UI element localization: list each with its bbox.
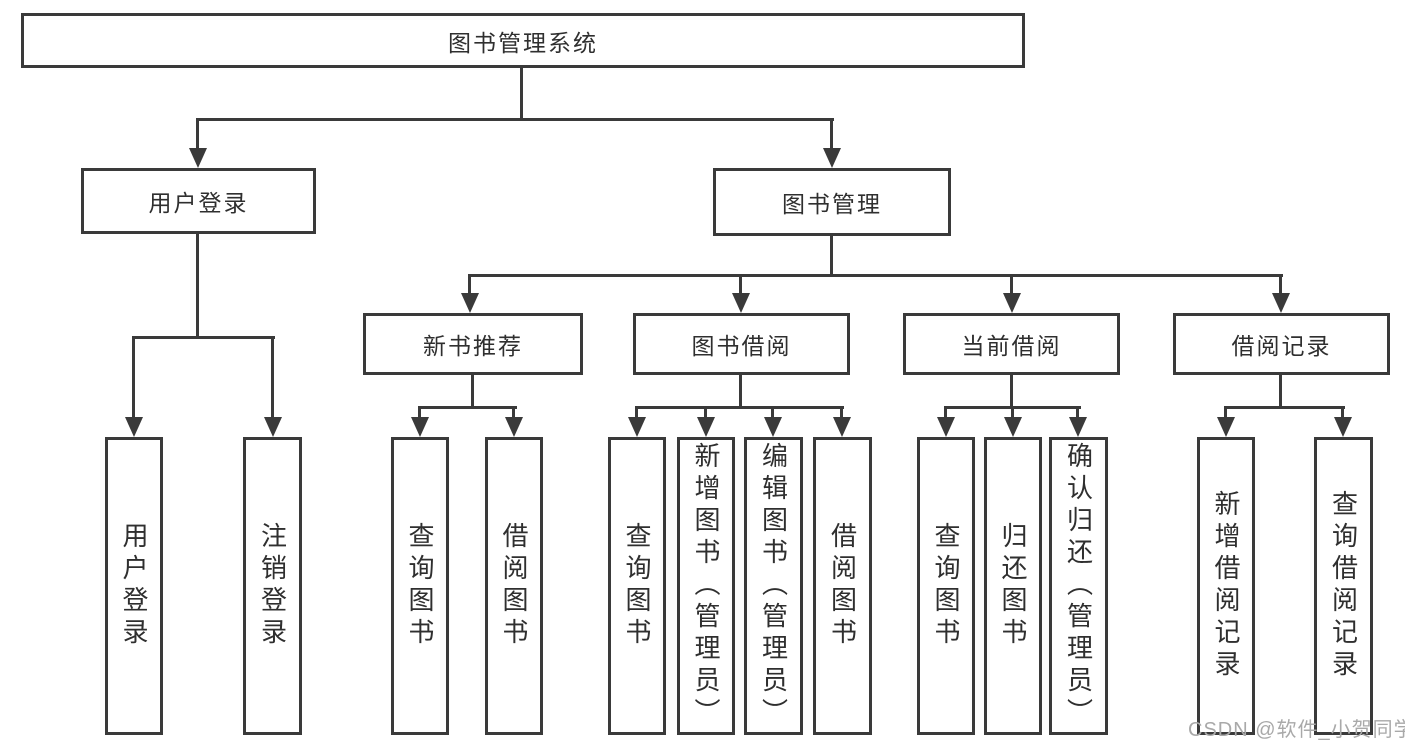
arrowhead-current-borrow <box>1003 293 1021 313</box>
leaf-records-add-borrow-record-label: 新增借阅记录 <box>1211 490 1241 682</box>
arrowhead-bb-edit <box>764 417 782 437</box>
connector-drop-new-book <box>468 274 471 299</box>
connector-current-borrow-trunk <box>1010 375 1013 409</box>
leaf-current-confirm-return-admin-label: 确认归还（管理员） <box>1063 442 1094 730</box>
connector-drop-cb-confirm <box>1076 406 1079 422</box>
connector-drop-bb-borrow <box>840 406 843 422</box>
connector-book-borrow-hbar <box>635 406 844 409</box>
leaf-borrowing-edit-books-admin-label: 编辑图书（管理员） <box>758 442 789 730</box>
leaf-logout-label: 注销登录 <box>257 522 288 650</box>
connector-drop-book-management <box>830 118 833 156</box>
node-borrowing-records: 借阅记录 <box>1173 313 1390 375</box>
arrowhead-book-borrow <box>732 293 750 313</box>
arrowhead-book-management <box>823 148 841 168</box>
arrowhead-leaf-logout <box>264 417 282 437</box>
arrowhead-bb-query <box>628 417 646 437</box>
leaf-borrowing-query-books: 查询图书 <box>608 437 666 735</box>
arrowhead-bb-borrow <box>833 417 851 437</box>
connector-drop-nb-query <box>418 406 421 422</box>
node-book-borrowing-label: 图书借阅 <box>691 333 792 359</box>
leaf-current-query-books-label: 查询图书 <box>931 522 961 650</box>
leaf-borrowing-borrow-books: 借阅图书 <box>813 437 872 735</box>
node-borrowing-records-label: 借阅记录 <box>1231 333 1332 359</box>
connector-user-login-hbar <box>132 336 275 339</box>
leaf-records-add-borrow-record: 新增借阅记录 <box>1197 437 1255 735</box>
connector-drop-br-add <box>1224 406 1227 422</box>
leaf-recommend-query-books: 查询图书 <box>391 437 449 735</box>
connector-book-management-hbar <box>468 274 1283 277</box>
connector-root-hbar <box>196 118 834 121</box>
leaf-recommend-borrow-books: 借阅图书 <box>485 437 543 735</box>
connector-drop-leaf-logout <box>271 336 274 421</box>
arrowhead-br-query <box>1334 417 1352 437</box>
arrowhead-cb-query <box>937 417 955 437</box>
connector-book-borrow-trunk <box>739 375 742 409</box>
connector-new-book-hbar <box>418 406 517 409</box>
connector-drop-cb-query <box>944 406 947 422</box>
leaf-records-query-borrow-record: 查询借阅记录 <box>1314 437 1373 735</box>
node-new-book-recommend-label: 新书推荐 <box>423 333 523 359</box>
connector-root-trunk <box>520 68 523 121</box>
leaf-current-confirm-return-admin: 确认归还（管理员） <box>1049 437 1108 735</box>
node-new-book-recommend: 新书推荐 <box>363 313 583 375</box>
connector-borrow-record-hbar <box>1224 406 1345 409</box>
node-current-borrowing-label: 当前借阅 <box>961 333 1062 359</box>
leaf-recommend-query-books-label: 查询图书 <box>405 522 435 650</box>
leaf-current-return-books-label: 归还图书 <box>998 522 1028 650</box>
node-book-management-label: 图书管理 <box>782 191 882 217</box>
connector-new-book-trunk <box>471 375 474 409</box>
connector-drop-leaf-login <box>132 336 135 421</box>
leaf-borrowing-edit-books-admin: 编辑图书（管理员） <box>744 437 803 735</box>
connector-drop-book-borrow <box>739 274 742 299</box>
leaf-borrowing-borrow-books-label: 借阅图书 <box>827 522 858 650</box>
leaf-records-query-borrow-record-label: 查询借阅记录 <box>1328 490 1359 682</box>
connector-drop-br-query <box>1341 406 1344 422</box>
node-user-login: 用户登录 <box>81 168 316 234</box>
node-root-label: 图书管理系统 <box>448 29 598 56</box>
leaf-current-query-books: 查询图书 <box>917 437 975 735</box>
leaf-user-login: 用户登录 <box>105 437 163 735</box>
connector-drop-bb-edit <box>771 406 774 422</box>
connector-book-management-trunk <box>830 236 833 277</box>
arrowhead-cb-return <box>1004 417 1022 437</box>
arrowhead-nb-borrow <box>505 417 523 437</box>
arrowhead-nb-query <box>411 417 429 437</box>
arrowhead-br-add <box>1217 417 1235 437</box>
connector-drop-bb-add <box>704 406 707 422</box>
node-current-borrowing: 当前借阅 <box>903 313 1120 375</box>
leaf-borrowing-add-books-admin: 新增图书（管理员） <box>677 437 735 735</box>
node-book-borrowing: 图书借阅 <box>633 313 850 375</box>
leaf-borrowing-query-books-label: 查询图书 <box>622 522 652 650</box>
leaf-user-login-label: 用户登录 <box>119 522 149 650</box>
connector-drop-bb-query <box>635 406 638 422</box>
node-user-login-label: 用户登录 <box>148 190 249 216</box>
connector-drop-borrow-record <box>1279 274 1282 299</box>
connector-drop-nb-borrow <box>512 406 515 422</box>
arrowhead-bb-add <box>697 417 715 437</box>
connector-drop-cb-return <box>1011 406 1014 422</box>
connector-drop-current-borrow <box>1010 274 1013 299</box>
arrowhead-borrow-record <box>1272 293 1290 313</box>
arrowhead-cb-confirm <box>1069 417 1087 437</box>
connector-user-login-trunk <box>196 234 199 339</box>
node-root: 图书管理系统 <box>21 13 1025 68</box>
leaf-current-return-books: 归还图书 <box>984 437 1042 735</box>
leaf-recommend-borrow-books-label: 借阅图书 <box>499 522 529 650</box>
connector-drop-user-login <box>196 118 199 156</box>
leaf-borrowing-add-books-admin-label: 新增图书（管理员） <box>691 442 721 730</box>
leaf-logout: 注销登录 <box>243 437 302 735</box>
csdn-watermark: CSDN @软件_小贺同学 <box>1188 719 1405 741</box>
node-book-management: 图书管理 <box>713 168 951 236</box>
connector-borrow-record-trunk <box>1279 375 1282 409</box>
arrowhead-new-book <box>461 293 479 313</box>
arrowhead-user-login <box>189 148 207 168</box>
arrowhead-leaf-login <box>125 417 143 437</box>
